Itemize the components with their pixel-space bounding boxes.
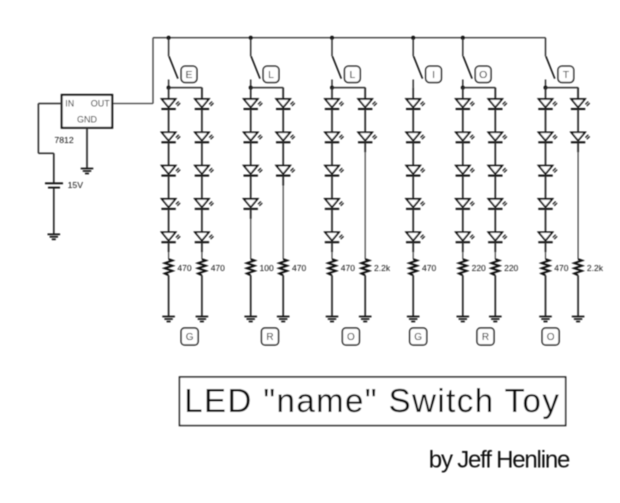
- svg-text:470: 470: [422, 263, 436, 273]
- svg-text:15V: 15V: [68, 180, 84, 190]
- svg-text:2.2k: 2.2k: [587, 263, 604, 273]
- svg-text:OUT: OUT: [91, 99, 111, 109]
- svg-text:E: E: [185, 69, 192, 81]
- svg-text:I: I: [432, 69, 435, 81]
- svg-text:470: 470: [554, 263, 568, 273]
- svg-text:L: L: [349, 69, 355, 81]
- svg-text:L: L: [268, 69, 274, 81]
- svg-text:470: 470: [341, 263, 355, 273]
- svg-text:470: 470: [211, 263, 225, 273]
- svg-text:G: G: [186, 332, 194, 343]
- svg-text:G: G: [414, 332, 422, 343]
- svg-text:IN: IN: [65, 99, 74, 109]
- svg-text:LED "name" Switch Toy: LED "name" Switch Toy: [184, 382, 560, 419]
- svg-text:100: 100: [260, 263, 274, 273]
- svg-text:220: 220: [472, 263, 486, 273]
- svg-text:R: R: [482, 332, 489, 343]
- svg-text:R: R: [266, 332, 273, 343]
- svg-text:T: T: [563, 69, 570, 81]
- svg-text:470: 470: [177, 263, 191, 273]
- svg-text:2.2k: 2.2k: [374, 263, 391, 273]
- svg-text:O: O: [479, 69, 487, 81]
- svg-text:220: 220: [504, 263, 518, 273]
- svg-text:GND: GND: [77, 115, 98, 125]
- svg-text:by Jeff Henline: by Jeff Henline: [429, 447, 570, 474]
- svg-text:O: O: [347, 332, 355, 343]
- svg-text:7812: 7812: [54, 135, 73, 145]
- svg-text:470: 470: [292, 263, 306, 273]
- svg-text:O: O: [547, 332, 555, 343]
